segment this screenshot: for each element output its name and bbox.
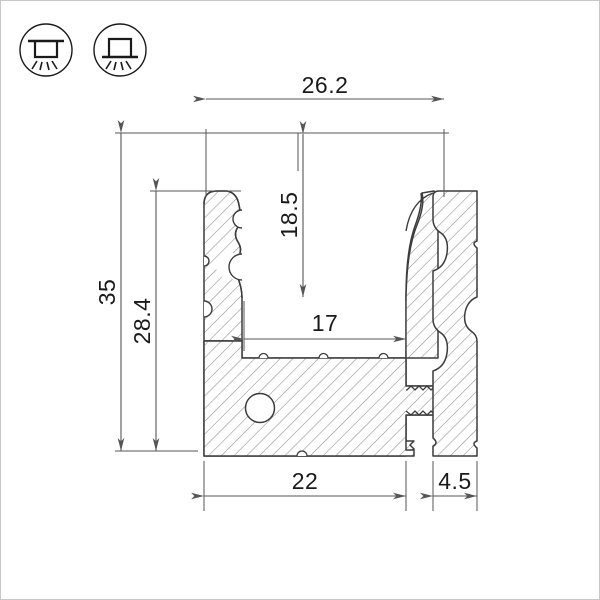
bottom-notch bbox=[296, 450, 308, 457]
cover-strip-section bbox=[432, 190, 478, 457]
left-wall-scallops bbox=[203, 209, 243, 318]
dim-label-18-5: 18.5 bbox=[276, 192, 302, 239]
profile-base-outline bbox=[203, 340, 441, 457]
dimension-lines bbox=[117, 95, 477, 500]
dim-label-26-2: 26.2 bbox=[302, 72, 349, 98]
icon-group bbox=[19, 23, 147, 77]
recessed-mount-icon[interactable] bbox=[93, 23, 147, 77]
dim-label-22: 22 bbox=[292, 468, 319, 494]
dim-label-28-4: 28.4 bbox=[129, 298, 155, 345]
cover-fillet-arc bbox=[405, 192, 434, 232]
cover-strip bbox=[432, 190, 478, 457]
floor-notches bbox=[258, 352, 389, 359]
dim-label-4-5: 4.5 bbox=[438, 468, 471, 494]
extension-lines bbox=[115, 129, 478, 511]
mounting-hole bbox=[244, 392, 276, 424]
dim-label-17: 17 bbox=[312, 310, 339, 336]
surface-mount-icon[interactable] bbox=[19, 23, 73, 77]
profile-main-body bbox=[203, 190, 441, 457]
dim-label-35: 35 bbox=[94, 279, 120, 306]
dimension-labels: 26.2 35 28.4 18.5 17 22 4.5 bbox=[94, 72, 471, 494]
